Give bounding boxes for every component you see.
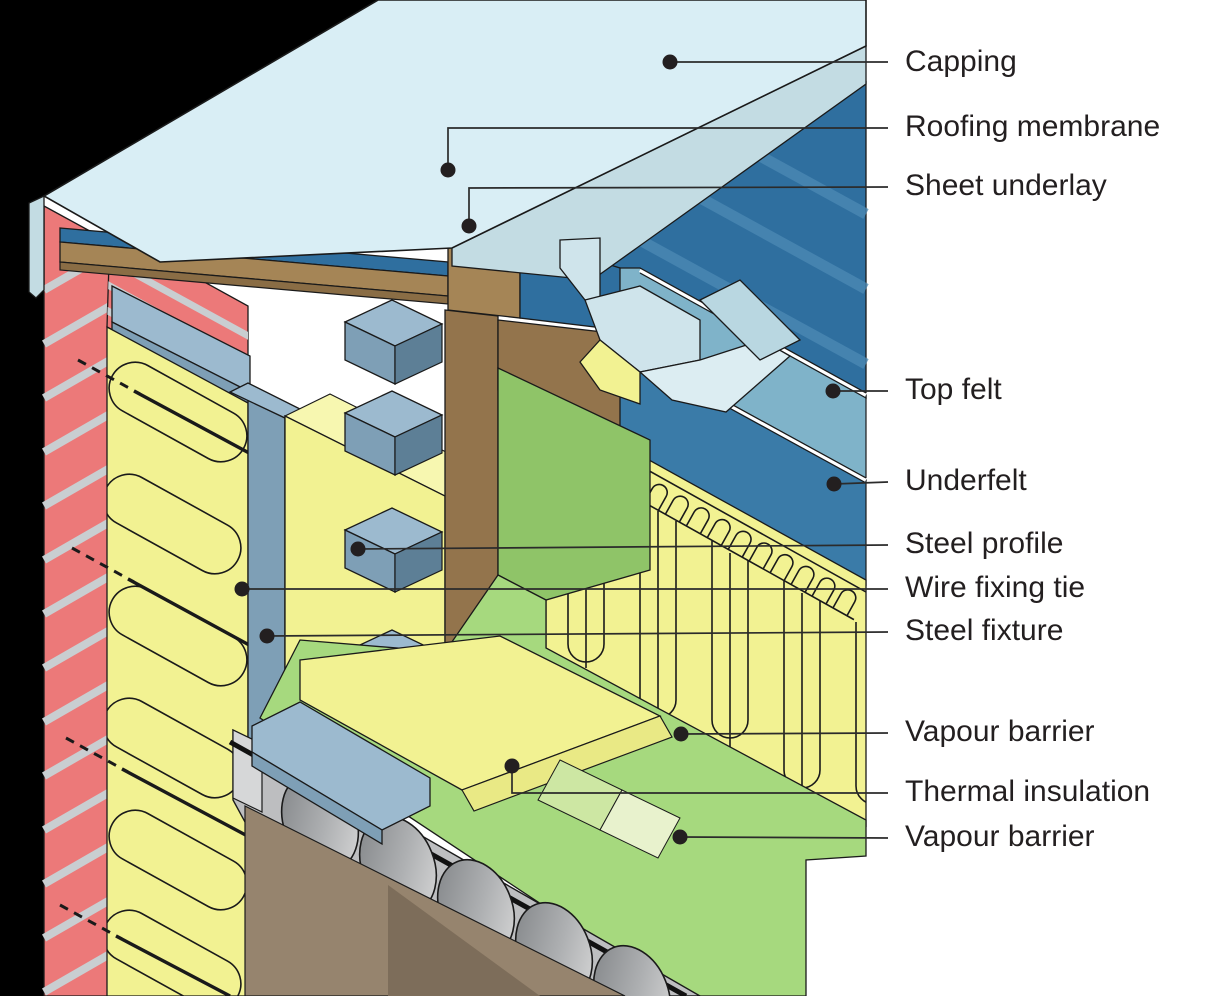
insulation-wedge [579, 339, 641, 405]
leader-lines [234, 54, 889, 845]
label-steel-profile: Steel profile [905, 527, 1064, 560]
steel-slab-angle [251, 701, 431, 846]
label-thermal-insulation: Thermal insulation [905, 775, 1151, 808]
vapour-barrier-upstand [497, 366, 651, 601]
black-background [0, 0, 378, 996]
steel-profile-box [343, 390, 444, 477]
label-roofing-membrane: Roofing membrane [905, 110, 1161, 143]
capping-drip-edge [28, 194, 45, 299]
label-wire-fixing-tie: Wire fixing tie [905, 571, 1086, 604]
inner-wall [244, 805, 626, 996]
corner-flashing-cluster [559, 237, 802, 413]
wire-fixing-ties [59, 358, 263, 996]
label-underfelt: Underfelt [905, 464, 1027, 497]
capping-assembly [28, 0, 867, 413]
label-vapour-barrier-upper: Vapour barrier [905, 715, 1095, 748]
label-vapour-barrier-lower: Vapour barrier [905, 820, 1095, 853]
label-steel-fixture: Steel fixture [905, 614, 1064, 647]
label-sheet-underlay: Sheet underlay [905, 169, 1107, 202]
capping-top [42, 0, 867, 263]
vapour-barrier-step [599, 789, 681, 859]
label-capping: Capping [905, 45, 1017, 78]
steel-profile-box [343, 299, 444, 386]
label-top-felt: Top felt [905, 373, 1002, 406]
